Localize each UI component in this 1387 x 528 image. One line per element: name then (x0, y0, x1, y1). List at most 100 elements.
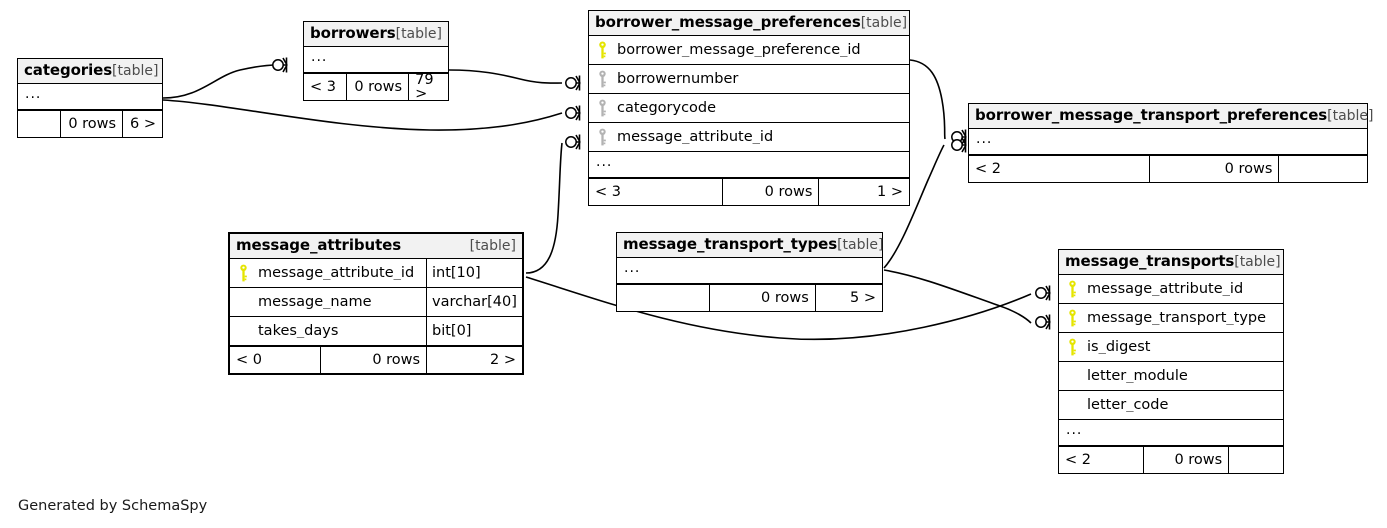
collapsed-columns-ellipsis[interactable]: ... (617, 258, 882, 284)
table-name: message_transports (1065, 252, 1235, 270)
table-tag: [table] (395, 26, 442, 42)
primary-key-icon (1059, 280, 1085, 298)
table-header: categories[table] (18, 59, 162, 84)
table-row[interactable]: is_digest (1059, 333, 1283, 362)
table-header: borrowers[table] (304, 22, 448, 47)
table-message-transports[interactable]: message_transports[table] message_attrib… (1058, 249, 1284, 474)
table-name: borrowers (310, 24, 396, 42)
table-footer: < 3 0 rows 79 > (304, 73, 448, 100)
table-tag: [table] (469, 238, 516, 254)
column-name: letter_code (1087, 397, 1169, 413)
table-header: message_attributes [table] (230, 234, 522, 259)
footer-left[interactable]: < 3 (589, 179, 724, 205)
table-row[interactable]: categorycode (589, 94, 909, 123)
ellipsis-text: ... (624, 259, 641, 276)
collapsed-columns-ellipsis[interactable]: ... (969, 129, 1367, 155)
column-type: int[10] (426, 259, 522, 287)
ellipsis-text: ... (25, 85, 42, 102)
column-name: message_attribute_id (258, 265, 415, 281)
table-row[interactable]: message_attribute_id (589, 123, 909, 152)
table-header: message_transports[table] (1059, 250, 1283, 275)
footer-left[interactable] (617, 285, 710, 311)
collapsed-columns-ellipsis[interactable]: ... (18, 84, 162, 110)
footer-right[interactable]: 6 > (129, 115, 156, 132)
footer-right[interactable]: 1 > (877, 183, 903, 200)
table-message-transport-types[interactable]: message_transport_types[table] ... 0 row… (616, 232, 883, 312)
primary-key-icon (230, 264, 256, 282)
table-header: borrower_message_preferences[table] (589, 11, 909, 36)
table-message-attributes[interactable]: message_attributes [table] message_attrib… (228, 232, 524, 375)
table-row[interactable]: message_attribute_id int[10] (230, 259, 522, 288)
primary-key-icon (1059, 338, 1085, 356)
collapsed-columns-ellipsis[interactable]: ... (589, 152, 909, 178)
collapsed-columns-ellipsis[interactable]: ... (304, 47, 448, 73)
footer-left[interactable]: < 2 (1059, 447, 1145, 473)
table-tag: [table] (1327, 108, 1374, 124)
table-categories[interactable]: categories[table] ... 0 rows 6 > (17, 58, 163, 138)
footer-rowcount: 0 rows (710, 285, 816, 311)
column-name: is_digest (1087, 339, 1151, 355)
table-footer: 0 rows 5 > (617, 284, 882, 311)
footer-right[interactable] (1229, 447, 1283, 473)
footer-rowcount: 0 rows (61, 111, 124, 137)
footer-right[interactable]: 79 > (415, 74, 434, 100)
table-borrowers[interactable]: borrowers[table] ... < 3 0 rows 79 > (303, 21, 449, 101)
table-row[interactable]: message_name varchar[40] (230, 288, 522, 317)
column-name: categorycode (617, 100, 717, 116)
footer-right[interactable] (1279, 156, 1367, 182)
ellipsis-text: ... (596, 153, 613, 170)
primary-key-icon (589, 41, 615, 59)
table-row[interactable]: message_attribute_id (1059, 275, 1283, 304)
footer-rowcount: 0 rows (321, 347, 428, 373)
column-name: takes_days (258, 323, 339, 339)
table-footer: 0 rows 6 > (18, 110, 162, 137)
footer-rowcount: 0 rows (723, 179, 820, 205)
column-type: bit[0] (426, 317, 522, 345)
ellipsis-text: ... (311, 48, 328, 65)
column-name: message_name (258, 294, 372, 310)
table-tag: [table] (112, 63, 159, 79)
table-row[interactable]: message_transport_type (1059, 304, 1283, 333)
table-name: message_transport_types (623, 235, 838, 253)
table-row[interactable]: borrower_message_preference_id (589, 36, 909, 65)
footer-left[interactable]: < 0 (230, 347, 321, 373)
generated-by-caption: Generated by SchemaSpy (18, 498, 208, 514)
table-borrower-message-preferences[interactable]: borrower_message_preferences[table] borr… (588, 10, 910, 206)
table-header: message_transport_types[table] (617, 233, 883, 258)
table-name: borrower_message_preferences (595, 13, 861, 31)
table-row[interactable]: letter_module (1059, 362, 1283, 391)
table-row[interactable]: takes_days bit[0] (230, 317, 522, 346)
table-footer: < 2 0 rows (969, 155, 1367, 182)
footer-left[interactable]: < 2 (969, 156, 1151, 182)
foreign-key-icon (589, 99, 615, 117)
column-name: letter_module (1087, 368, 1188, 384)
footer-rowcount: 0 rows (1144, 447, 1230, 473)
table-name: message_attributes (236, 236, 402, 254)
table-footer: < 3 0 rows 1 > (589, 178, 909, 205)
table-name: borrower_message_transport_preferences (975, 106, 1328, 124)
footer-left[interactable] (18, 111, 62, 137)
table-header: borrower_message_transport_preferences[t… (969, 104, 1374, 129)
table-borrower-message-transport-preferences[interactable]: borrower_message_transport_preferences[t… (968, 103, 1374, 183)
table-row[interactable]: borrowernumber (589, 65, 909, 94)
footer-right[interactable]: 5 > (850, 289, 876, 306)
table-tag: [table] (860, 15, 908, 31)
ellipsis-text: ... (976, 130, 993, 147)
column-name: message_attribute_id (1087, 281, 1244, 297)
column-name: message_transport_type (1087, 310, 1267, 326)
primary-key-icon (1059, 309, 1085, 327)
footer-rowcount: 0 rows (1150, 156, 1280, 182)
footer-right[interactable]: 2 > (490, 351, 516, 368)
column-name: borrower_message_preference_id (617, 42, 861, 58)
foreign-key-icon (589, 70, 615, 88)
column-name: borrowernumber (617, 71, 739, 87)
footer-left[interactable]: < 3 (304, 74, 348, 100)
table-footer: < 0 0 rows 2 > (230, 346, 522, 373)
collapsed-columns-ellipsis[interactable]: ... (1059, 420, 1283, 446)
column-name: message_attribute_id (617, 129, 774, 145)
footer-rowcount: 0 rows (347, 74, 410, 100)
table-row[interactable]: letter_code (1059, 391, 1283, 420)
ellipsis-text: ... (1066, 421, 1083, 438)
foreign-key-icon (589, 128, 615, 146)
